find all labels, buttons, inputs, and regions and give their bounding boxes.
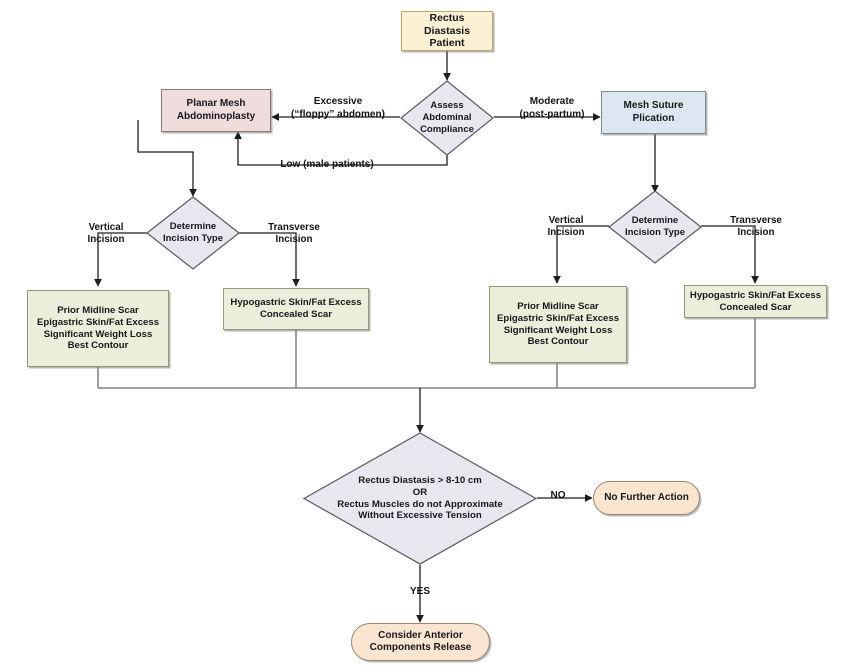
node-incision-left-label: Determine Incision Type bbox=[162, 221, 223, 244]
node-determine-incision-type-right[interactable]: Determine Incision Type bbox=[608, 190, 702, 264]
edge-label-no: NO bbox=[550, 490, 566, 501]
edge-label-excessive: Excessive (“floppy” abdomen) bbox=[291, 96, 385, 120]
node-incision-right-label: Determine Incision Type bbox=[624, 215, 685, 238]
decision-shape bbox=[303, 432, 537, 565]
decision-shape bbox=[608, 190, 702, 264]
node-assess-abdominal-compliance[interactable]: Assess Abdominal Compliance bbox=[400, 80, 494, 156]
node-right-transverse-outcome[interactable]: Hypogastric Skin/Fat Excess Concealed Sc… bbox=[684, 285, 827, 318]
node-planar-mesh-label: Planar Mesh Abdominoplasty bbox=[176, 98, 256, 122]
edge-label-left-vertical-incision: Vertical Incision bbox=[87, 222, 125, 246]
node-planar-mesh-abdominoplasty[interactable]: Planar Mesh Abdominoplasty bbox=[161, 89, 271, 132]
node-no-further-action-label: No Further Action bbox=[604, 491, 689, 503]
edge-label-right-transverse-incision: Transverse Incision bbox=[730, 215, 782, 239]
node-consider-anterior-components-release[interactable]: Consider Anterior Components Release bbox=[351, 623, 490, 661]
edge-label-left-transverse-incision: Transverse Incision bbox=[268, 222, 320, 246]
node-no-further-action[interactable]: No Further Action bbox=[593, 481, 700, 515]
node-left-vertical-outcome-label: Prior Midline Scar Epigastric Skin/Fat E… bbox=[36, 305, 160, 352]
node-start-label: Rectus Diastasis Patient bbox=[423, 11, 471, 50]
node-assess-label: Assess Abdominal Compliance bbox=[420, 100, 474, 135]
edge-label-right-vertical-incision: Vertical Incision bbox=[547, 215, 585, 239]
node-right-transverse-outcome-label: Hypogastric Skin/Fat Excess Concealed Sc… bbox=[689, 289, 822, 313]
node-left-transverse-outcome[interactable]: Hypogastric Skin/Fat Excess Concealed Sc… bbox=[223, 288, 369, 330]
node-tension-check-label: Rectus Diastasis > 8-10 cm OR Rectus Mus… bbox=[337, 474, 503, 522]
node-left-vertical-outcome[interactable]: Prior Midline Scar Epigastric Skin/Fat E… bbox=[27, 290, 169, 367]
node-tension-check[interactable]: Rectus Diastasis > 8-10 cm OR Rectus Mus… bbox=[303, 432, 537, 565]
node-left-transverse-outcome-label: Hypogastric Skin/Fat Excess Concealed Sc… bbox=[230, 297, 362, 320]
decision-shape bbox=[146, 196, 240, 270]
node-components-release-label: Consider Anterior Components Release bbox=[369, 629, 472, 653]
edge-label-moderate: Moderate (post-partum) bbox=[519, 96, 585, 120]
node-mesh-suture-label: Mesh Suture Plication bbox=[623, 100, 684, 124]
node-determine-incision-type-left[interactable]: Determine Incision Type bbox=[146, 196, 240, 270]
node-mesh-suture-plication[interactable]: Mesh Suture Plication bbox=[601, 91, 706, 134]
node-right-vertical-outcome[interactable]: Prior Midline Scar Epigastric Skin/Fat E… bbox=[489, 286, 627, 363]
node-right-vertical-outcome-label: Prior Midline Scar Epigastric Skin/Fat E… bbox=[496, 301, 620, 348]
node-start[interactable]: Rectus Diastasis Patient bbox=[401, 11, 493, 51]
edge-label-yes: YES bbox=[409, 586, 430, 597]
edge-label-low: Low (male patients) bbox=[280, 159, 374, 170]
decision-shape bbox=[400, 80, 494, 156]
